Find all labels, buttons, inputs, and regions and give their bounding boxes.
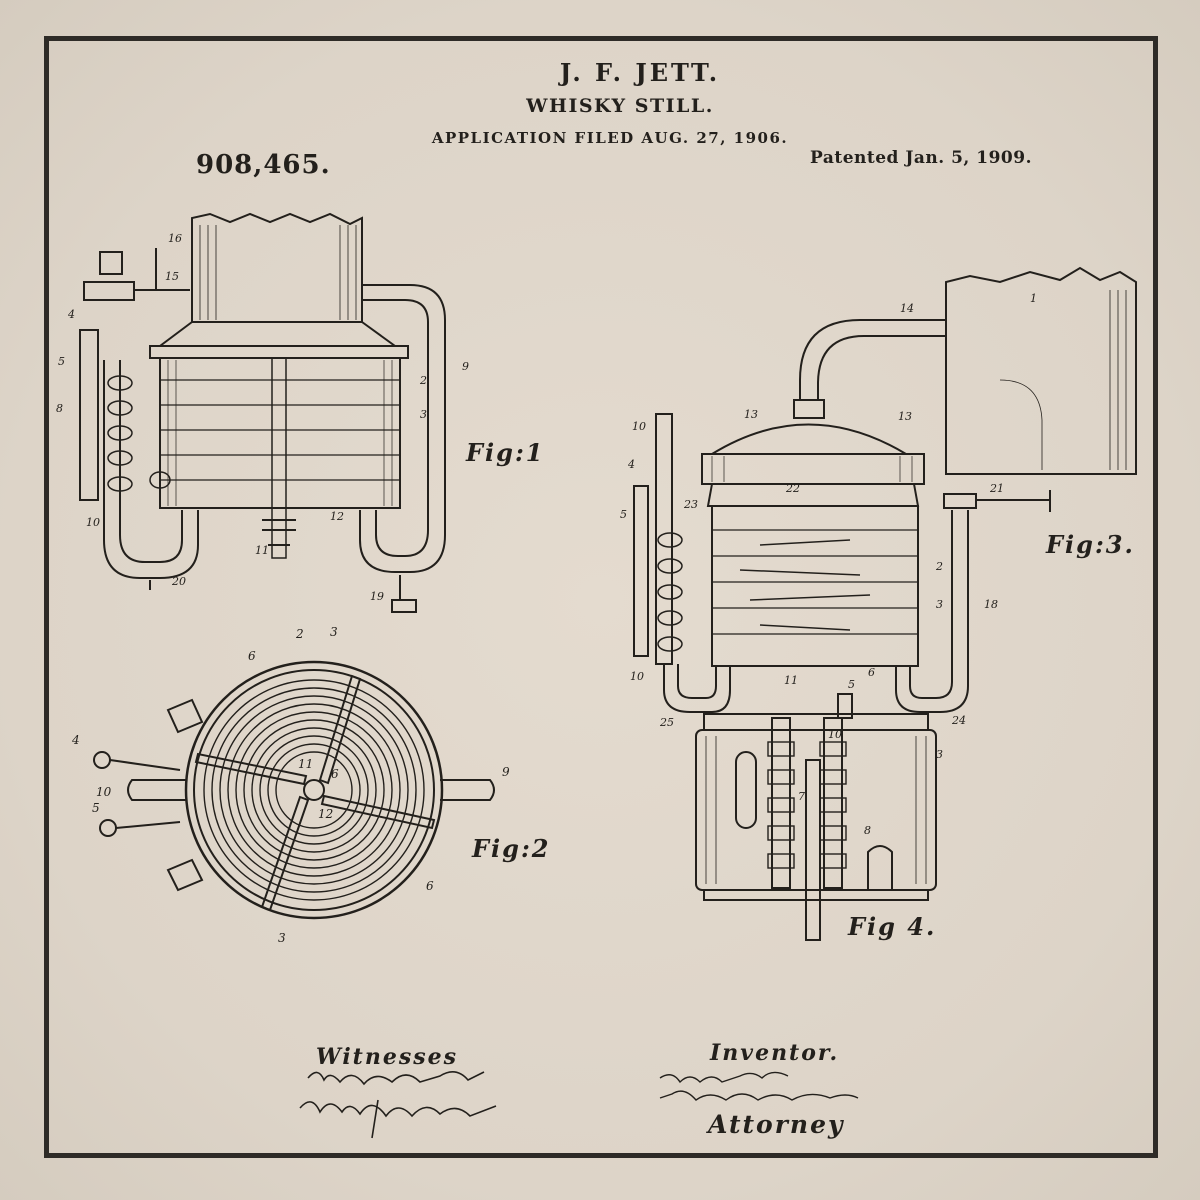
svg-text:10: 10 xyxy=(632,420,646,433)
svg-text:12: 12 xyxy=(318,807,333,821)
inventor-name: J. F. JETT. xyxy=(559,58,721,87)
svg-text:16: 16 xyxy=(168,232,182,245)
figure-2-label: Fig:2 xyxy=(472,834,551,863)
svg-text:11: 11 xyxy=(255,544,269,557)
svg-text:9: 9 xyxy=(502,765,510,779)
svg-text:4: 4 xyxy=(71,733,80,747)
svg-text:8: 8 xyxy=(864,824,871,837)
svg-text:6: 6 xyxy=(331,767,339,781)
svg-text:7: 7 xyxy=(798,790,805,803)
svg-text:2: 2 xyxy=(935,560,943,573)
svg-text:11: 11 xyxy=(784,674,798,687)
svg-text:6: 6 xyxy=(868,666,875,679)
application-filed: APPLICATION FILED AUG. 27, 1906. xyxy=(431,129,789,147)
svg-text:6: 6 xyxy=(426,879,434,893)
figure-4-drawing: 5 10 3 7 8 xyxy=(695,678,943,941)
svg-text:3: 3 xyxy=(420,408,427,421)
figure-1-label: Fig:1 xyxy=(466,438,545,467)
attorney-label: Attorney xyxy=(708,1110,845,1139)
svg-text:15: 15 xyxy=(165,270,179,283)
svg-text:5: 5 xyxy=(92,801,100,815)
svg-text:9: 9 xyxy=(462,360,469,373)
svg-text:5: 5 xyxy=(620,508,627,521)
svg-text:2: 2 xyxy=(419,374,427,387)
svg-text:3: 3 xyxy=(330,625,338,639)
svg-text:10: 10 xyxy=(828,728,842,741)
svg-text:3: 3 xyxy=(936,748,943,761)
witnesses-label: Witnesses xyxy=(316,1044,458,1070)
figure-2-drawing: 6 2 3 4 10 5 9 11 6 12 6 3 xyxy=(71,625,510,945)
svg-text:19: 19 xyxy=(370,590,384,603)
svg-text:3: 3 xyxy=(936,598,943,611)
svg-text:24: 24 xyxy=(951,714,966,727)
svg-text:23: 23 xyxy=(683,498,698,511)
svg-text:22: 22 xyxy=(785,482,800,495)
svg-text:13: 13 xyxy=(744,408,758,421)
svg-text:1: 1 xyxy=(1030,292,1037,305)
figure-3-label: Fig:3. xyxy=(1046,530,1135,559)
svg-text:20: 20 xyxy=(171,575,186,588)
svg-text:10: 10 xyxy=(630,670,644,683)
svg-text:6: 6 xyxy=(248,649,256,663)
svg-text:18: 18 xyxy=(984,598,998,611)
svg-text:21: 21 xyxy=(989,482,1004,495)
inventor-label: Inventor. xyxy=(710,1040,840,1066)
svg-text:5: 5 xyxy=(58,355,65,368)
patented-date: Patented Jan. 5, 1909. xyxy=(810,148,1032,168)
figure-4-label: Fig 4. xyxy=(848,912,937,941)
svg-text:8: 8 xyxy=(56,402,63,415)
patent-title: WHISKY STILL. xyxy=(526,95,714,117)
svg-text:2: 2 xyxy=(295,627,304,641)
svg-text:12: 12 xyxy=(330,510,344,523)
svg-text:5: 5 xyxy=(848,678,855,691)
svg-text:10: 10 xyxy=(96,785,112,799)
svg-text:4: 4 xyxy=(67,308,75,321)
svg-text:4: 4 xyxy=(627,458,635,471)
patent-number: 908,465. xyxy=(196,150,331,180)
figure-1-drawing: 16 15 4 5 8 10 2 3 9 11 12 20 19 xyxy=(56,212,469,613)
inventor-signatures xyxy=(659,1071,859,1101)
svg-text:14: 14 xyxy=(900,302,914,315)
svg-text:25: 25 xyxy=(659,716,674,729)
border-frame xyxy=(44,36,1158,1158)
svg-text:11: 11 xyxy=(298,757,313,771)
witness-signatures xyxy=(299,1071,497,1139)
svg-text:3: 3 xyxy=(278,931,286,945)
svg-text:13: 13 xyxy=(898,410,912,423)
svg-text:10: 10 xyxy=(86,516,100,529)
